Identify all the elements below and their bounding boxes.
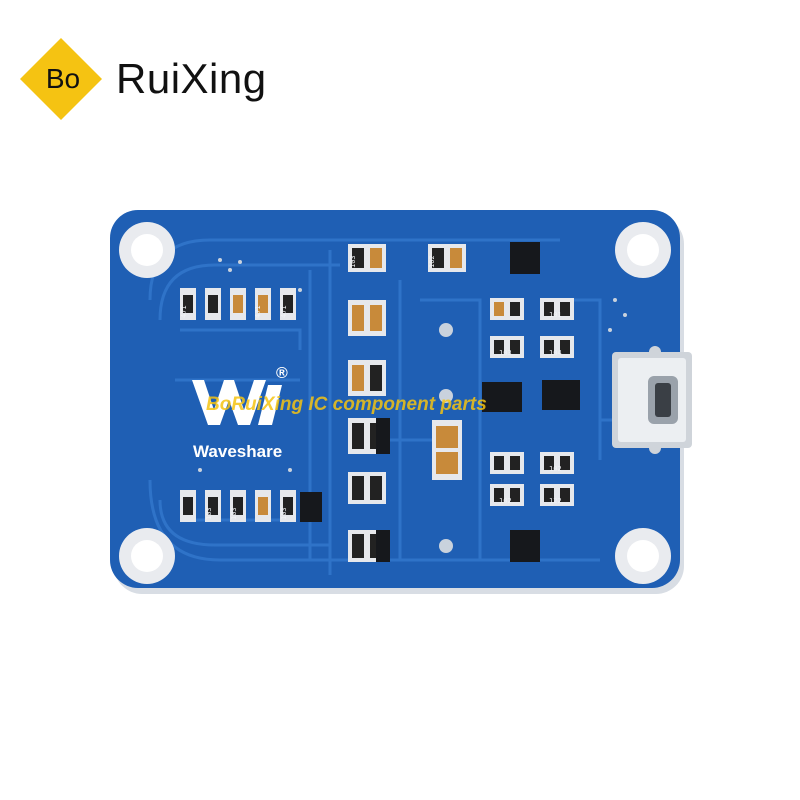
center-components [348,244,466,562]
svg-text:103: 103 [349,255,357,268]
svg-text:103: 103 [499,349,512,357]
svg-text:103: 103 [230,507,238,520]
svg-text:102: 102 [549,465,562,473]
svg-text:471: 471 [280,305,288,318]
svg-text:471: 471 [254,305,262,318]
svg-text:103: 103 [280,507,288,520]
resistor-row-bottom-left [180,490,296,522]
registered-mark: ® [276,365,288,382]
svg-text:103: 103 [205,507,213,520]
pcb-vias [198,258,627,553]
svg-text:122: 122 [549,497,562,505]
micro-usb-connector [612,346,692,454]
brand-label: Waveshare [193,442,282,461]
ic-chips [300,242,580,562]
svg-text:104: 104 [549,349,562,357]
svg-text:102: 102 [428,255,436,268]
svg-text:101: 101 [549,311,562,319]
resistor-row-top-left [180,288,296,320]
pcb-body [110,210,680,588]
logo: Bo RuiXing [19,37,282,121]
silkscreen-labels: 471 471 103 103 103 103 101 104 103 102 … [180,255,562,520]
watermark-text: BoRuiXing IC component parts [206,394,487,415]
logo-mark: Bo [45,63,81,94]
logo-name: RuiXing [116,55,267,102]
svg-text:471: 471 [180,305,188,318]
resistor-pairs-right [490,298,574,506]
svg-text:102: 102 [499,497,512,505]
mounting-holes [119,222,671,584]
waveshare-logo-mark [192,380,282,425]
